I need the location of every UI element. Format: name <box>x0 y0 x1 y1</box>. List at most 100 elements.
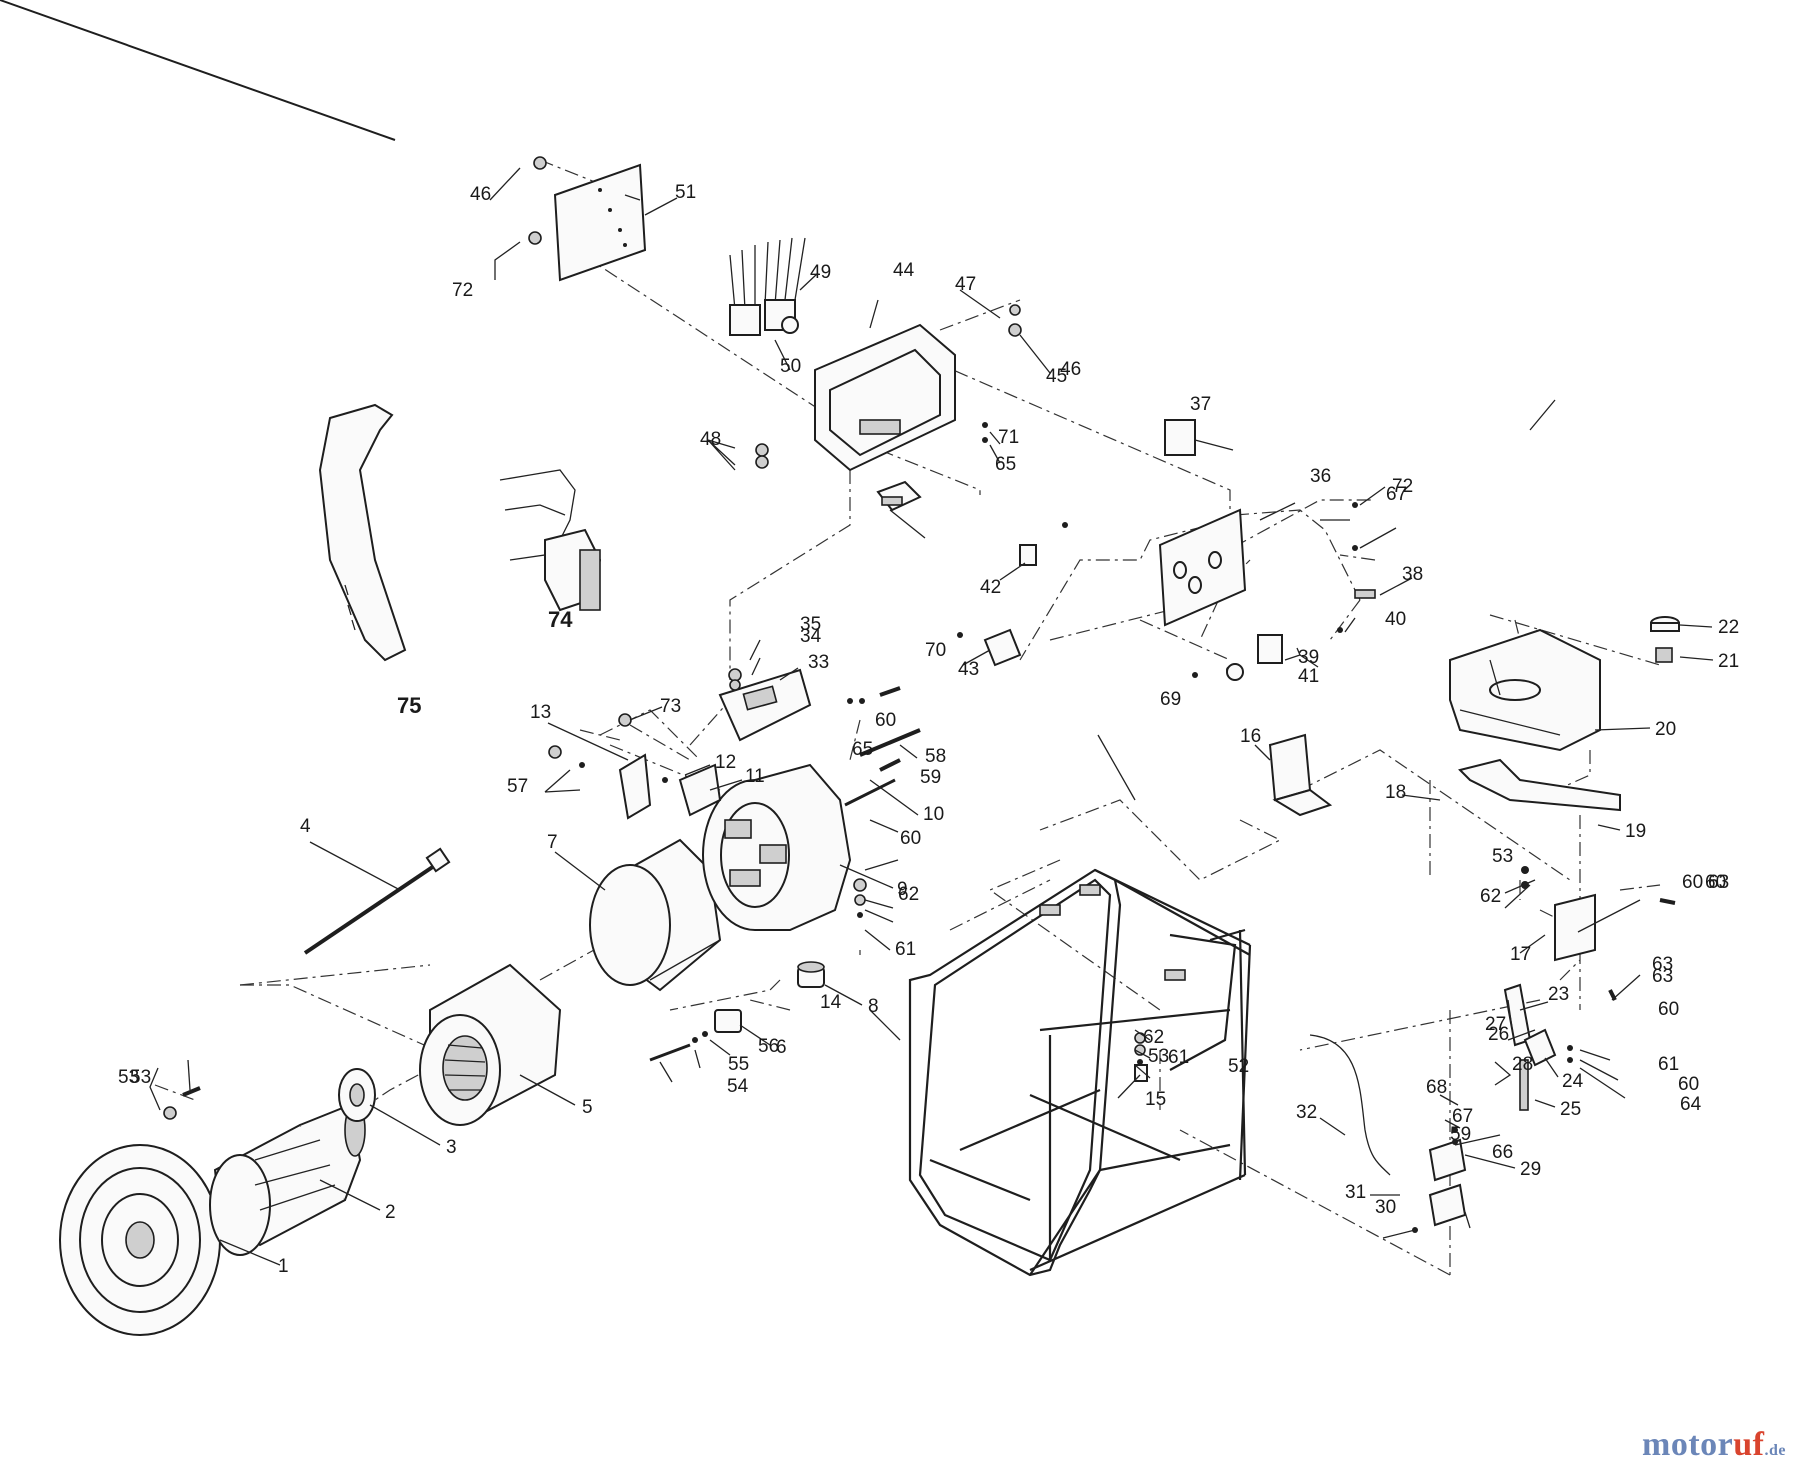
part-number-label: 64 <box>1680 1094 1702 1115</box>
part-number-label: 69 <box>1160 689 1181 710</box>
watermark-part1: motor <box>1642 1426 1734 1463</box>
part-number-label: 21 <box>1718 651 1739 672</box>
part-number-label: 60 <box>1658 999 1679 1020</box>
part-number-label: 17 <box>1510 944 1531 965</box>
part-number-label: 67 <box>1386 484 1407 505</box>
part-number-label: 61 <box>1658 1054 1679 1075</box>
part-number-label: 40 <box>1385 609 1406 630</box>
part-number-label: 60 <box>1705 872 1726 893</box>
part-outlet <box>1257 634 1283 664</box>
part-rear-housing <box>702 763 852 931</box>
part-number-label: 44 <box>893 260 915 281</box>
part-through-bolt <box>303 847 451 955</box>
part-number-label: 37 <box>1190 394 1211 415</box>
part-bearing <box>338 1068 376 1122</box>
part-number-label: 63 <box>1652 954 1673 975</box>
part-number-label: 39 <box>1298 647 1319 668</box>
part-number-label: 13 <box>530 702 551 723</box>
part-number-label: 38 <box>1402 564 1423 585</box>
part-number-label: 1 <box>278 1256 289 1277</box>
part-number-label: 56 <box>758 1036 779 1057</box>
part-number-label: 24 <box>1562 1071 1584 1092</box>
part-frame <box>908 868 1252 1277</box>
part-number-label: 19 <box>1625 821 1646 842</box>
part-number-label: 52 <box>1228 1056 1249 1077</box>
part-number-label: 33 <box>808 652 829 673</box>
part-number-label: 34 <box>800 626 822 647</box>
part-number-label: 46 <box>1060 359 1081 380</box>
part-number-label: 50 <box>780 356 801 377</box>
part-number-label: 68 <box>1426 1077 1447 1098</box>
part-number-label: 18 <box>1385 782 1406 803</box>
part-number-label: 27 <box>1485 1014 1506 1035</box>
part-number-label: 28 <box>1512 1054 1533 1075</box>
part-number-label: 51 <box>675 182 696 203</box>
part-number-label: 53 <box>118 1067 139 1088</box>
part-panel-switch <box>876 480 922 512</box>
part-number-label: 61 <box>1168 1047 1189 1068</box>
part-number-label: 7 <box>547 832 558 853</box>
part-number-label: 73 <box>660 696 681 717</box>
part-stator-band <box>589 838 722 992</box>
part-number-label: 10 <box>923 804 944 825</box>
part-number-label: 15 <box>1145 1089 1166 1110</box>
part-number-labels: 1234567891011121314151617181920212223242… <box>118 182 1739 1277</box>
part-number-label: 53 <box>1148 1046 1169 1067</box>
part-number-label: 3 <box>446 1137 457 1158</box>
part-number-label: 6 <box>776 1037 787 1058</box>
part-number-label: 57 <box>507 776 528 797</box>
part-number-label: 59 <box>920 767 941 788</box>
part-number-label: 62 <box>1143 1027 1164 1048</box>
part-fuel-cap <box>1650 616 1680 663</box>
part-number-label: 58 <box>925 746 946 767</box>
part-diode-bridge <box>718 668 812 742</box>
part-tank-bracket <box>1458 758 1621 812</box>
part-throttle-linkage <box>1503 983 1557 1111</box>
part-number-label: 62 <box>1480 886 1501 907</box>
part-number-label: 8 <box>868 996 879 1017</box>
part-fasteners <box>163 156 1676 1233</box>
part-voltmeter <box>1019 544 1037 566</box>
part-number-label: 55 <box>728 1054 749 1075</box>
part-number-label: 70 <box>925 640 946 661</box>
assembly-lines <box>154 159 1661 1276</box>
part-number-label: 60 <box>1682 872 1703 893</box>
part-number-label: 29 <box>1520 1159 1541 1180</box>
part-number-label: 53 <box>130 1067 151 1088</box>
part-front-bracket <box>1268 733 1333 817</box>
part-number-label: 60 <box>875 710 896 731</box>
part-choke-lever <box>1428 1138 1467 1227</box>
part-number-label: 65 <box>995 454 1016 475</box>
part-wire-harness <box>499 469 602 612</box>
part-number-label: 45 <box>1046 366 1067 387</box>
part-number-label: 62 <box>898 884 919 905</box>
leader-lines <box>149 167 1714 1266</box>
watermark-part2: uf <box>1733 1426 1765 1463</box>
part-number-label: 36 <box>1310 466 1331 487</box>
part-number-label: 22 <box>1718 617 1739 638</box>
part-number-label: 26 <box>1488 1024 1509 1045</box>
part-stator <box>419 963 562 1126</box>
part-number-label: 23 <box>1548 984 1569 1005</box>
brand-watermark: motoruf.de <box>1642 1426 1786 1464</box>
part-number-label: 60 <box>900 828 921 849</box>
part-cover-plate <box>618 753 652 820</box>
part-control-box <box>814 323 956 472</box>
part-number-label: 65 <box>852 739 873 760</box>
part-circuit-breaker <box>1164 419 1196 456</box>
part-number-label: 41 <box>1298 666 1319 687</box>
part-number-label: 12 <box>715 752 736 773</box>
part-mounting-bracket <box>0 0 407 662</box>
part-number-label: 20 <box>1655 719 1676 740</box>
part-number-label: 2 <box>385 1202 396 1223</box>
part-number-label: 63 <box>1652 966 1673 987</box>
part-number-label: 75 <box>397 693 421 718</box>
part-number-label: 53 <box>1492 846 1513 867</box>
part-number-label: 59 <box>1450 1124 1471 1145</box>
part-number-label: 43 <box>958 659 979 680</box>
part-number-label: 74 <box>548 607 573 632</box>
part-number-label: 46 <box>470 184 491 205</box>
part-number-label: 35 <box>800 614 821 635</box>
part-number-label: 61 <box>895 939 916 960</box>
